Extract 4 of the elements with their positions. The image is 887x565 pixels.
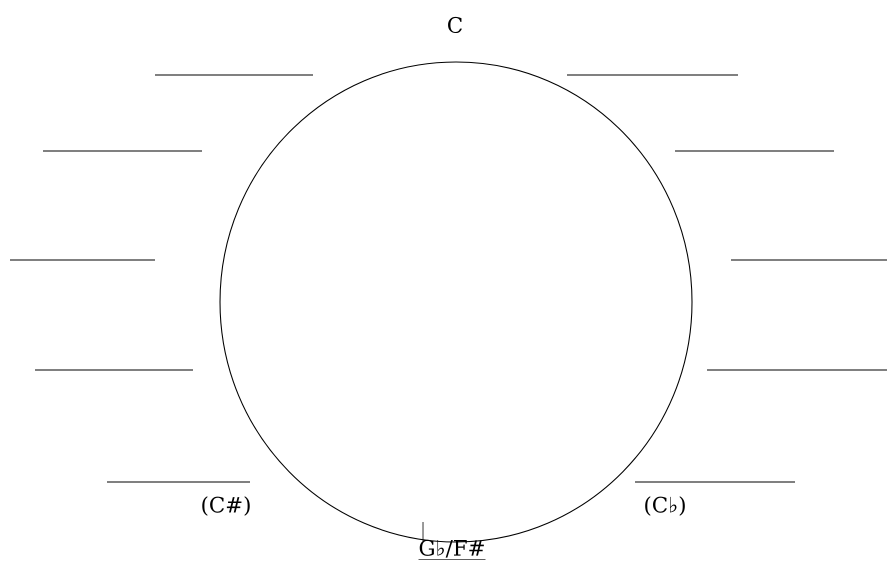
key-label: (C♭): [645, 496, 685, 516]
key-label: C: [448, 16, 462, 34]
underlined-label: G♭/F#: [418, 540, 486, 560]
key-label: (C#): [202, 496, 250, 516]
